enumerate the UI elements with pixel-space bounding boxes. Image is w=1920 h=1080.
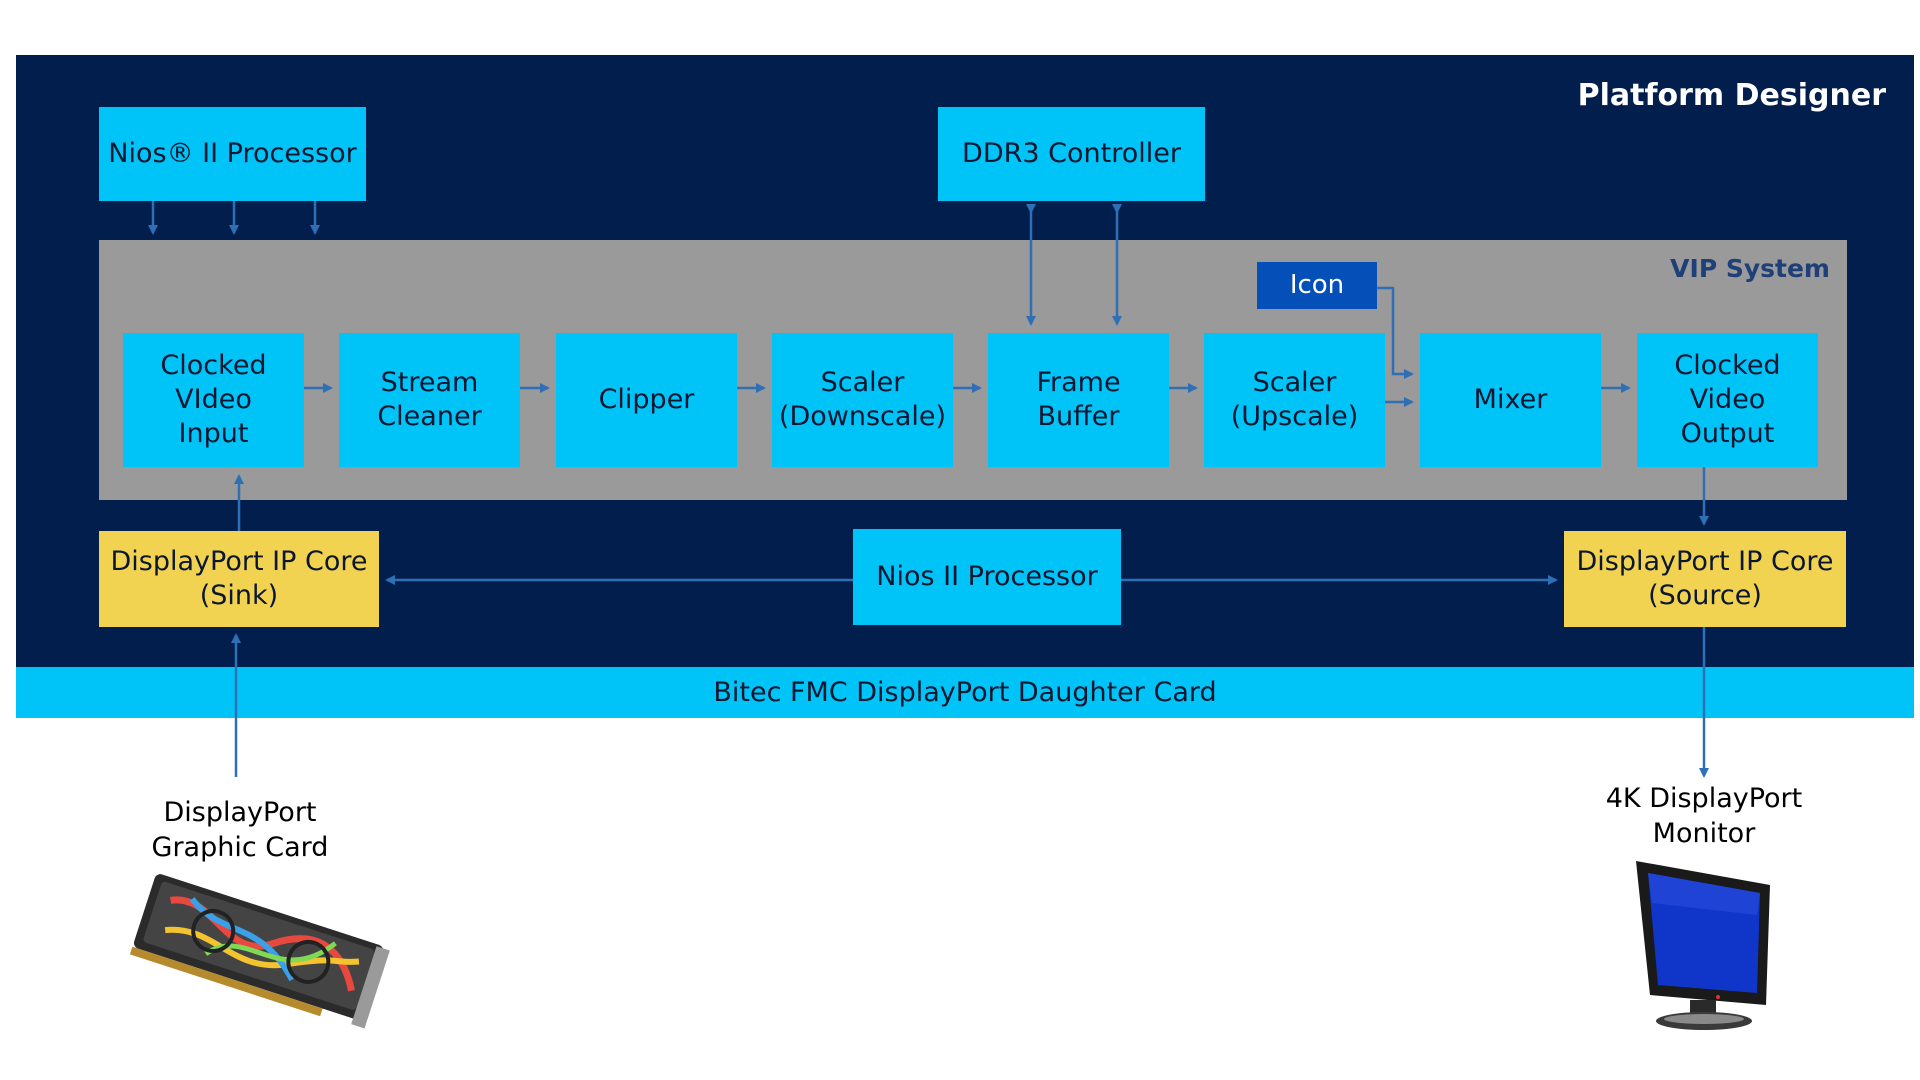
displayport-sink-block[interactable]: DisplayPort IP Core (Sink)	[99, 531, 379, 627]
daughter-card-bar: Bitec FMC DisplayPort Daughter Card	[16, 667, 1914, 718]
caption-line: Graphic Card	[151, 832, 329, 864]
stream-cleaner-block[interactable]: Stream Cleaner	[339, 333, 520, 467]
block-label-line: Clocked	[1674, 349, 1781, 381]
block-label-line: Input	[178, 418, 249, 450]
block-label-line: DisplayPort IP Core	[1576, 545, 1834, 577]
caption-line: 4K DisplayPort	[1605, 783, 1803, 814]
clipper-block[interactable]: Clipper	[556, 333, 737, 467]
block-label-line: DisplayPort IP Core	[110, 545, 368, 577]
block-label-line: Clocked	[160, 349, 267, 381]
block-label-line: Buffer	[1037, 401, 1120, 432]
block-label-line: Mixer	[1473, 383, 1548, 415]
block-label-line: Stream	[380, 366, 479, 398]
nios-processor-bottom-label: Nios II Processor	[876, 560, 1098, 592]
scaler-upscale-block[interactable]: Scaler (Upscale)	[1204, 333, 1385, 467]
block-label-line: (Upscale)	[1230, 401, 1359, 432]
graphic-card-icon	[129, 874, 390, 1029]
block-label-line: (Downscale)	[778, 401, 947, 432]
monitor-caption: 4K DisplayPort Monitor	[1574, 781, 1834, 851]
block-label-line: (Source)	[1648, 580, 1762, 611]
block-label-line: Scaler	[1252, 366, 1337, 398]
nios-processor-top-label: Nios® II Processor	[108, 137, 357, 169]
frame-buffer-block[interactable]: Frame Buffer	[988, 333, 1169, 467]
block-label-line: Scaler	[820, 366, 905, 398]
block-label-line: Frame	[1036, 366, 1121, 398]
block-label-line: (Sink)	[199, 580, 279, 611]
clocked-video-input-block[interactable]: Clocked VIdeo Input	[123, 333, 304, 467]
scaler-downscale-block[interactable]: Scaler (Downscale)	[772, 333, 953, 467]
monitor-icon	[1636, 861, 1770, 1030]
icon-block-label: Icon	[1289, 269, 1345, 300]
block-label-line: Cleaner	[377, 401, 482, 432]
daughter-card-label: Bitec FMC DisplayPort Daughter Card	[713, 677, 1217, 708]
mixer-block[interactable]: Mixer	[1420, 333, 1601, 467]
block-label-line: VIdeo	[175, 383, 252, 415]
nios-processor-bottom-block[interactable]: Nios II Processor	[853, 529, 1121, 625]
block-label-line: Output	[1680, 418, 1775, 450]
icon-block[interactable]: Icon	[1257, 262, 1377, 309]
graphic-card-caption: DisplayPort Graphic Card	[110, 795, 370, 865]
block-label-line: Clipper	[598, 383, 695, 415]
platform-designer-title: Platform Designer	[1577, 78, 1886, 113]
displayport-source-block[interactable]: DisplayPort IP Core (Source)	[1564, 531, 1846, 627]
caption-line: DisplayPort	[163, 797, 317, 828]
caption-line: Monitor	[1652, 818, 1756, 850]
block-label-line: Video	[1689, 383, 1766, 415]
vip-system-title: VIP System	[1670, 254, 1830, 283]
ddr3-controller-block[interactable]: DDR3 Controller	[938, 107, 1205, 201]
ddr3-controller-label: DDR3 Controller	[962, 137, 1181, 169]
arrow-icon-to-mixer	[1377, 286, 1414, 379]
clocked-video-output-block[interactable]: Clocked Video Output	[1637, 333, 1818, 467]
nios-processor-top-block[interactable]: Nios® II Processor	[99, 107, 366, 201]
